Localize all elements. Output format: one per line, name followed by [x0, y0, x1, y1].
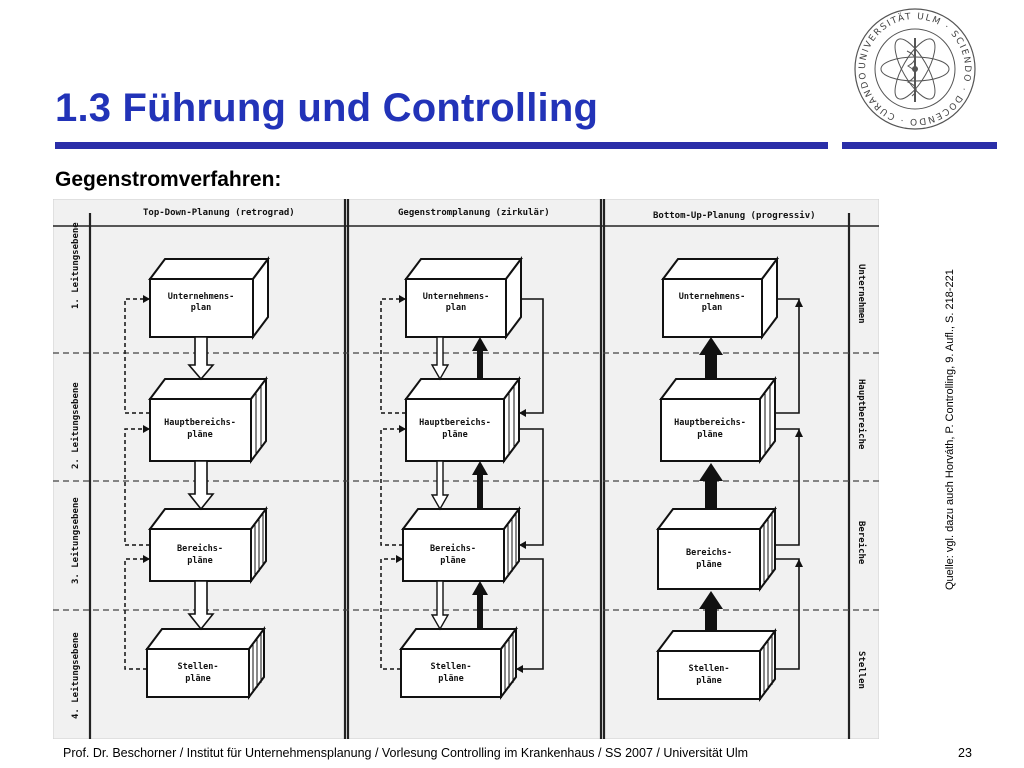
plan-box: Stellen- pläne — [656, 628, 777, 702]
box-label: Hauptbereichs- — [164, 417, 236, 428]
box-label: pläne — [696, 676, 722, 686]
source-citation: Quelle: vgl. dazu auch Horváth, P. Contr… — [944, 269, 956, 590]
slide-title: 1.3 Führung und Controlling — [55, 86, 599, 130]
plan-box: Hauptbereichs- pläne — [404, 376, 521, 464]
right-label-stellen: Stellen — [856, 651, 866, 689]
box-label: plan — [191, 303, 211, 313]
plan-box: Stellen- pläne — [399, 626, 518, 700]
footer: Prof. Dr. Beschorner / Institut für Unte… — [63, 746, 749, 760]
box-label: pläne — [442, 430, 468, 440]
plan-box: Hauptbereichs- pläne — [148, 376, 268, 464]
box-label: pläne — [187, 556, 213, 566]
right-label-unternehmen: Unternehmen — [856, 264, 866, 324]
level-label-4: 4. Leitungsebene — [70, 632, 81, 719]
box-label: Bereichs- — [177, 543, 223, 554]
box-label: plan — [446, 303, 466, 313]
level-label-3: 3. Leitungsebene — [70, 497, 81, 584]
level-label-1: 1. Leitungsebene — [70, 222, 81, 309]
box-label: Hauptbereichs- — [419, 417, 491, 428]
box-label: Bereichs- — [430, 543, 476, 554]
planning-diagram: Top-Down-Planung (retrograd) Gegenstromp… — [53, 199, 879, 739]
box-label: Stellen- — [431, 662, 472, 672]
plan-box: Stellen- pläne — [145, 626, 266, 700]
subtitle: Gegenstromverfahren: — [55, 168, 282, 191]
plan-box: Hauptbereichs- pläne — [659, 376, 777, 464]
plan-box: Bereichs- pläne — [148, 506, 268, 584]
box-label: plan — [702, 303, 722, 313]
column-header-top-down: Top-Down-Planung (retrograd) — [143, 208, 295, 218]
box-label: Bereichs- — [686, 547, 732, 558]
title-rule-side — [842, 142, 997, 149]
right-label-bereiche: Bereiche — [856, 521, 867, 565]
box-label: pläne — [697, 430, 723, 440]
box-label: Stellen- — [178, 662, 219, 672]
column-header-gegenstrom: Gegenstromplanung (zirkulär) — [398, 207, 550, 218]
title-rule — [55, 142, 828, 149]
box-label: pläne — [185, 674, 211, 684]
column-header-bottom-up: Bottom-Up-Planung (progressiv) — [653, 210, 816, 221]
level-label-2: 2. Leitungsebene — [70, 382, 81, 469]
column-top-down: Unternehmens- plan Hauptbereichs- pläne … — [124, 256, 270, 700]
plan-box: Unternehmens- plan — [661, 256, 779, 340]
plan-box: Unternehmens- plan — [404, 256, 523, 340]
university-seal: UNIVERSITÄT ULM · SCIENDO · DOCENDO · CU… — [852, 6, 976, 130]
box-label: Stellen- — [689, 664, 730, 674]
box-label: pläne — [187, 430, 213, 440]
column-bottom-up: Unternehmens- plan Hauptbereichs- pläne … — [656, 256, 803, 702]
box-label: pläne — [440, 556, 466, 566]
right-label-hauptbereiche: Hauptbereiche — [856, 379, 867, 450]
box-label: Hauptbereichs- — [674, 417, 746, 428]
column-gegenstrom: Unternehmens- plan Hauptbereichs- pläne … — [380, 256, 544, 700]
plan-box: Bereichs- pläne — [656, 506, 777, 592]
box-label: pläne — [696, 560, 722, 570]
plan-box: Unternehmens- plan — [148, 256, 270, 340]
box-label: Unternehmens- — [679, 292, 746, 302]
page-number: 23 — [958, 746, 972, 760]
box-label: Unternehmens- — [423, 292, 490, 302]
plan-box: Bereichs- pläne — [401, 506, 521, 584]
box-label: pläne — [438, 674, 464, 684]
box-label: Unternehmens- — [168, 292, 235, 302]
